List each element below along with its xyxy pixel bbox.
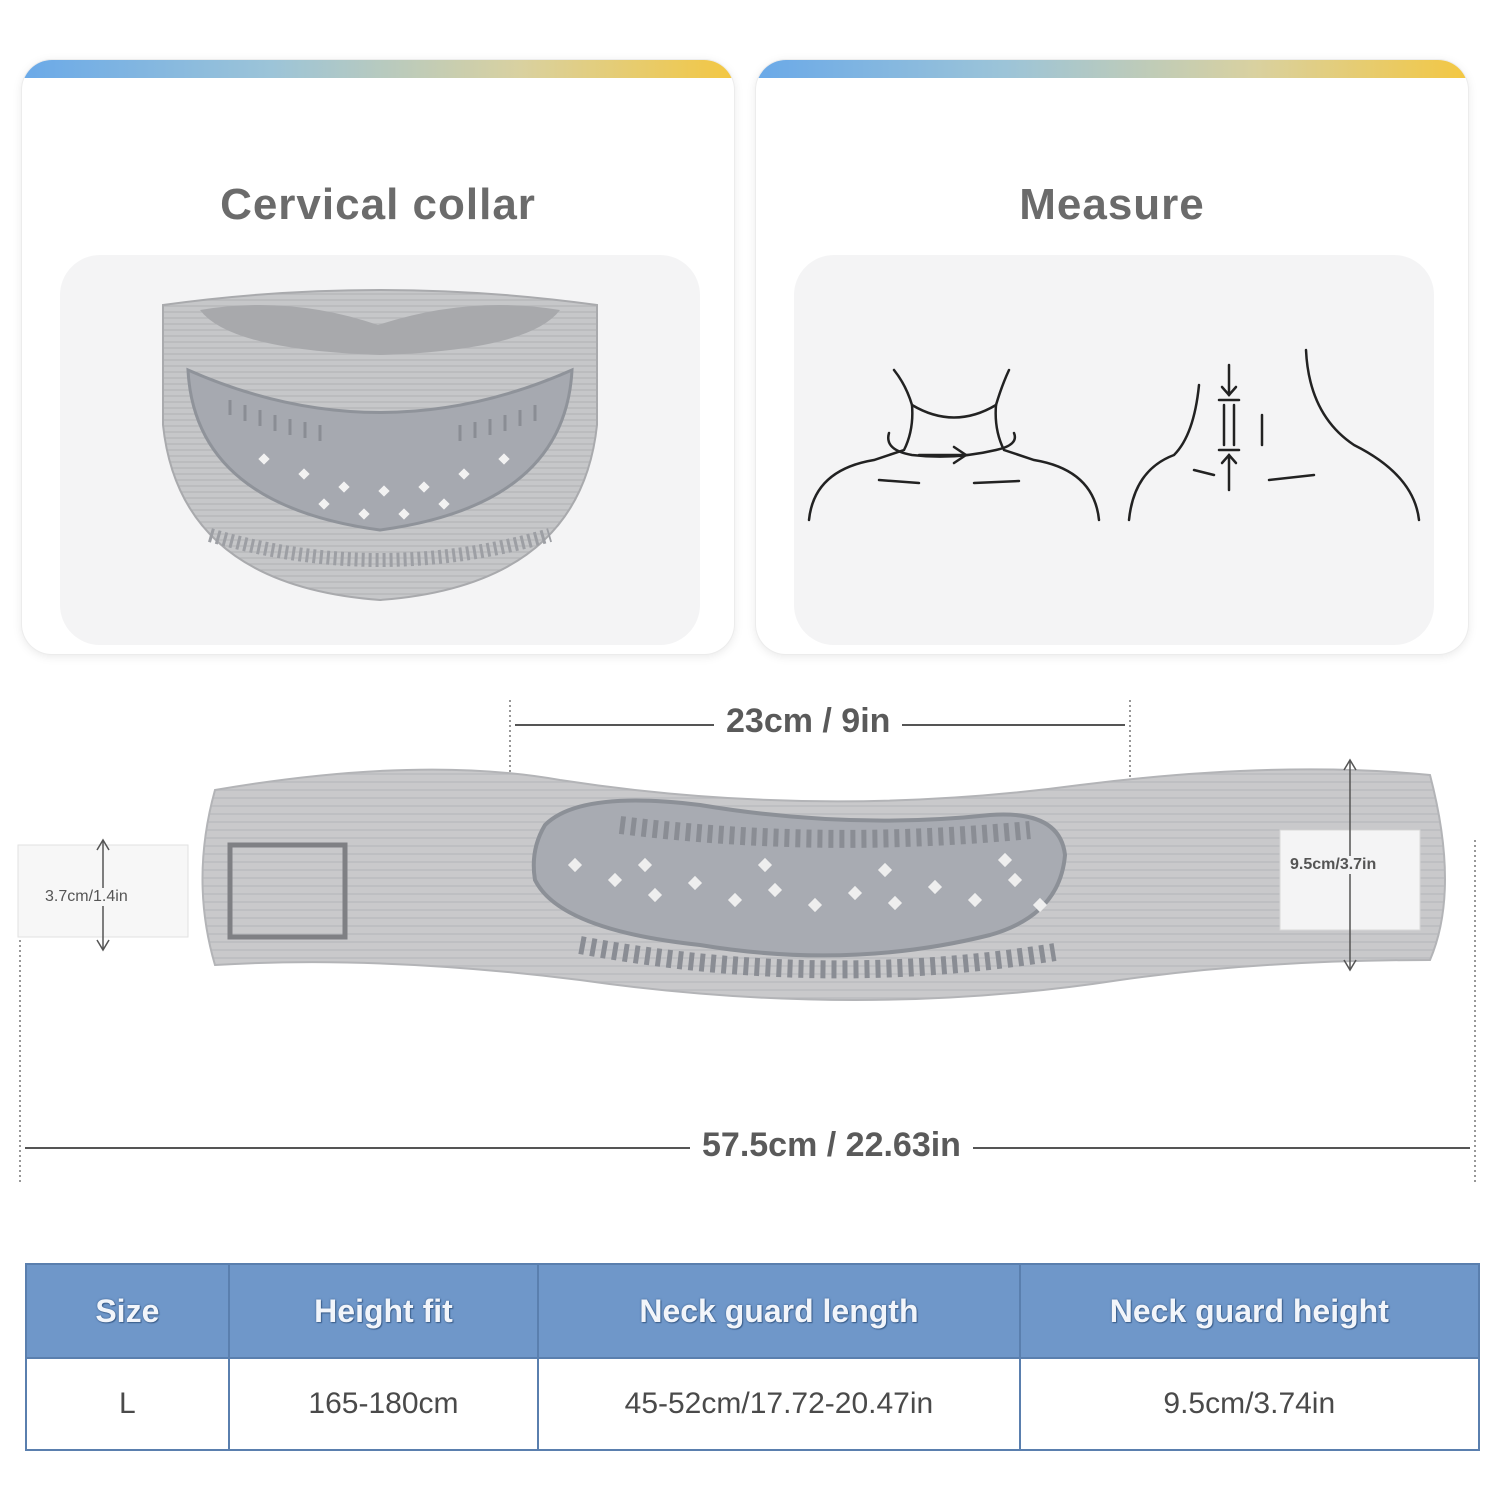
cell-neck-guard-length: 45-52cm/17.72-20.47in — [537, 1357, 1021, 1451]
collar-photo-panel — [60, 255, 700, 645]
card-title: Cervical collar — [220, 180, 536, 229]
header-height-fit: Height fit — [227, 1263, 540, 1359]
measure-card: Measure — [756, 60, 1468, 654]
measure-diagram-panel — [794, 255, 1434, 645]
collar-height-label: 9.5cm/3.7in — [1290, 856, 1377, 874]
flat-collar-diagram — [17, 700, 1476, 1185]
header-size: Size — [25, 1263, 230, 1359]
size-table: Size Height fit Neck guard length Neck g… — [25, 1263, 1481, 1451]
gradient-stripe — [22, 60, 734, 78]
table-header-row: Size Height fit Neck guard length Neck g… — [25, 1263, 1481, 1359]
cell-height-fit: 165-180cm — [227, 1357, 540, 1451]
inner-length-label: 23cm / 9in — [714, 702, 903, 741]
cell-size: L — [25, 1357, 230, 1451]
neck-measure-diagram — [807, 348, 1421, 522]
header-neck-guard-length: Neck guard length — [537, 1263, 1021, 1359]
card-title: Measure — [1019, 180, 1205, 229]
total-length-label: 57.5cm / 22.63in — [690, 1126, 973, 1165]
gradient-stripe — [756, 60, 1468, 78]
cervical-collar-image — [162, 289, 598, 602]
cervical-collar-card: Cervical collar — [22, 60, 734, 654]
strap-height-label: 3.7cm/1.4in — [45, 888, 128, 906]
cell-neck-guard-height: 9.5cm/3.74in — [1018, 1357, 1481, 1451]
header-neck-guard-height: Neck guard height — [1018, 1263, 1481, 1359]
table-row: L 165-180cm 45-52cm/17.72-20.47in 9.5cm/… — [25, 1357, 1481, 1451]
